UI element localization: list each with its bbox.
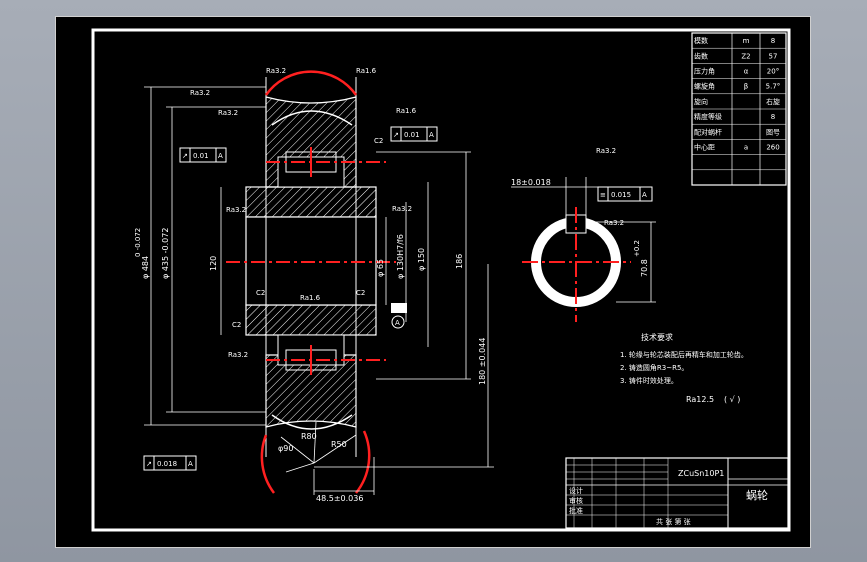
- dim-120: 120: [209, 256, 218, 271]
- param-cell: 螺旋角: [694, 82, 715, 91]
- svg-text:Ra1.6: Ra1.6: [396, 107, 417, 115]
- svg-text:≡: ≡: [600, 191, 606, 199]
- param-cell: α: [744, 68, 749, 76]
- section-view: [226, 70, 396, 494]
- tech-req-1: 1. 轮缘与轮芯装配后再精车和加工轮齿。: [620, 350, 748, 359]
- param-cell: 5.7°: [766, 83, 781, 91]
- svg-text:A: A: [188, 460, 193, 468]
- tech-req-3: 3. 铸件时效处理。: [620, 376, 678, 385]
- sf-keyway-top: Ra3.2: [596, 147, 616, 155]
- dim-r-50: R50: [331, 440, 347, 449]
- tol-frame-keyway-sym: ≡ 0.015 A: [597, 186, 653, 202]
- svg-text:↗: ↗: [182, 152, 188, 160]
- svg-text:A: A: [642, 191, 647, 199]
- svg-text:Ra3.2: Ra3.2: [228, 351, 248, 359]
- param-cell: 齿数: [694, 51, 708, 60]
- dim-d-150: φ 150: [417, 248, 426, 271]
- param-cell: 配对蜗杆: [694, 127, 722, 136]
- svg-text:Ra3.2: Ra3.2: [392, 205, 412, 213]
- general-finish: Ra12.5: [686, 395, 714, 404]
- drawing-border: [91, 28, 791, 532]
- tech-req-2: 2. 铸造圆角R3~R5。: [620, 363, 688, 372]
- param-cell: 精度等级: [694, 112, 722, 121]
- param-cell: 旋向: [694, 97, 708, 106]
- datum-a-circle: [391, 315, 405, 329]
- sf-keyway-side: Ra3.2: [604, 219, 624, 227]
- tol-frame-runout-1: ↗ 0.01 A: [179, 147, 227, 163]
- svg-text:Ra1.6: Ra1.6: [300, 294, 321, 302]
- param-cell: 图号: [766, 128, 780, 136]
- datum-a-marker: [391, 303, 407, 313]
- chamfer-c2-a: C2: [374, 137, 383, 145]
- chamfer-c2-d: C2: [232, 321, 241, 329]
- svg-text:Ra3.2: Ra3.2: [190, 89, 210, 97]
- svg-text:0.015: 0.015: [611, 191, 631, 199]
- svg-text:0.018: 0.018: [157, 460, 177, 468]
- chamfer-c2-b: C2: [256, 289, 265, 297]
- svg-text:0.01: 0.01: [193, 152, 209, 160]
- param-cell: 8: [771, 37, 775, 45]
- title-row-1: 设计: [569, 486, 583, 495]
- param-cell: 20°: [767, 68, 779, 76]
- param-cell: 模数: [694, 36, 708, 45]
- dim-keyway-height-tol: +0.2: [633, 240, 641, 257]
- param-cell: 中心距: [694, 143, 715, 152]
- dimension-lines: [144, 86, 494, 495]
- dim-d-outer-tol: 0 -0.072: [134, 228, 142, 257]
- dim-r-80: R80: [301, 432, 317, 441]
- title-material: ZCuSn10P1: [678, 469, 724, 478]
- svg-text:↗: ↗: [393, 131, 399, 139]
- dim-keyway-height: 70.8: [640, 259, 649, 277]
- keyway-view: [511, 177, 656, 322]
- param-cell: 8: [771, 113, 775, 121]
- param-cell: a: [744, 144, 748, 152]
- title-row-3: 批准: [569, 506, 583, 515]
- svg-text:A: A: [218, 152, 223, 160]
- dim-keyway-width: 18±0.018: [511, 178, 551, 187]
- tech-req-title: 技术要求: [641, 332, 673, 342]
- title-row-4: 共 张 第 张: [656, 517, 691, 526]
- param-cell: 压力角: [694, 67, 715, 76]
- dim-d-fit: φ 130H7/f6: [396, 234, 405, 279]
- param-cell: 右旋: [766, 97, 780, 106]
- title-block: [565, 457, 789, 529]
- chamfer-c2-c: C2: [356, 289, 365, 297]
- drawing-sheet: φ 484 0 -0.072 φ 435 -0.072 120 φ 65 φ 1…: [55, 16, 811, 548]
- svg-text:A: A: [429, 131, 434, 139]
- param-cell: m: [743, 37, 750, 45]
- surface-finish-marks: Ra3.2 Ra1.6 Ra3.2 Ra3.2 Ra1.6 Ra3.2 Ra1.…: [190, 67, 417, 359]
- param-cell: 57: [769, 52, 778, 60]
- datum-a-label: A: [395, 319, 400, 327]
- param-cell: Z2: [741, 52, 750, 60]
- dim-d-outer: φ 484: [141, 256, 150, 279]
- svg-text:Ra3.2: Ra3.2: [266, 67, 286, 75]
- cad-drawing: φ 484 0 -0.072 φ 435 -0.072 120 φ 65 φ 1…: [91, 28, 791, 532]
- svg-text:↗: ↗: [146, 460, 152, 468]
- dim-d-90: φ90: [278, 444, 293, 453]
- tol-frame-runout-2: ↗ 0.01 A: [390, 126, 438, 142]
- tol-frame-runout-3: ↗ 0.018 A: [143, 455, 197, 471]
- svg-text:Ra1.6: Ra1.6: [356, 67, 377, 75]
- title-part-name: 蜗轮: [746, 488, 768, 502]
- dim-d-hub: φ 65: [376, 259, 385, 277]
- title-row-2: 审核: [569, 496, 583, 505]
- param-cell: β: [744, 83, 748, 91]
- svg-text:Ra3.2: Ra3.2: [226, 206, 246, 214]
- param-cell: 260: [766, 144, 779, 152]
- dim-180: 180 ±0.044: [478, 338, 487, 385]
- dim-186: 186: [455, 254, 464, 269]
- svg-text:0.01: 0.01: [404, 131, 420, 139]
- svg-text:Ra3.2: Ra3.2: [218, 109, 238, 117]
- dim-b-48: 48.5±0.036: [316, 494, 363, 503]
- dim-d-bore-range: φ 435 -0.072: [161, 228, 170, 279]
- general-finish-paren: ( √ ): [724, 395, 740, 404]
